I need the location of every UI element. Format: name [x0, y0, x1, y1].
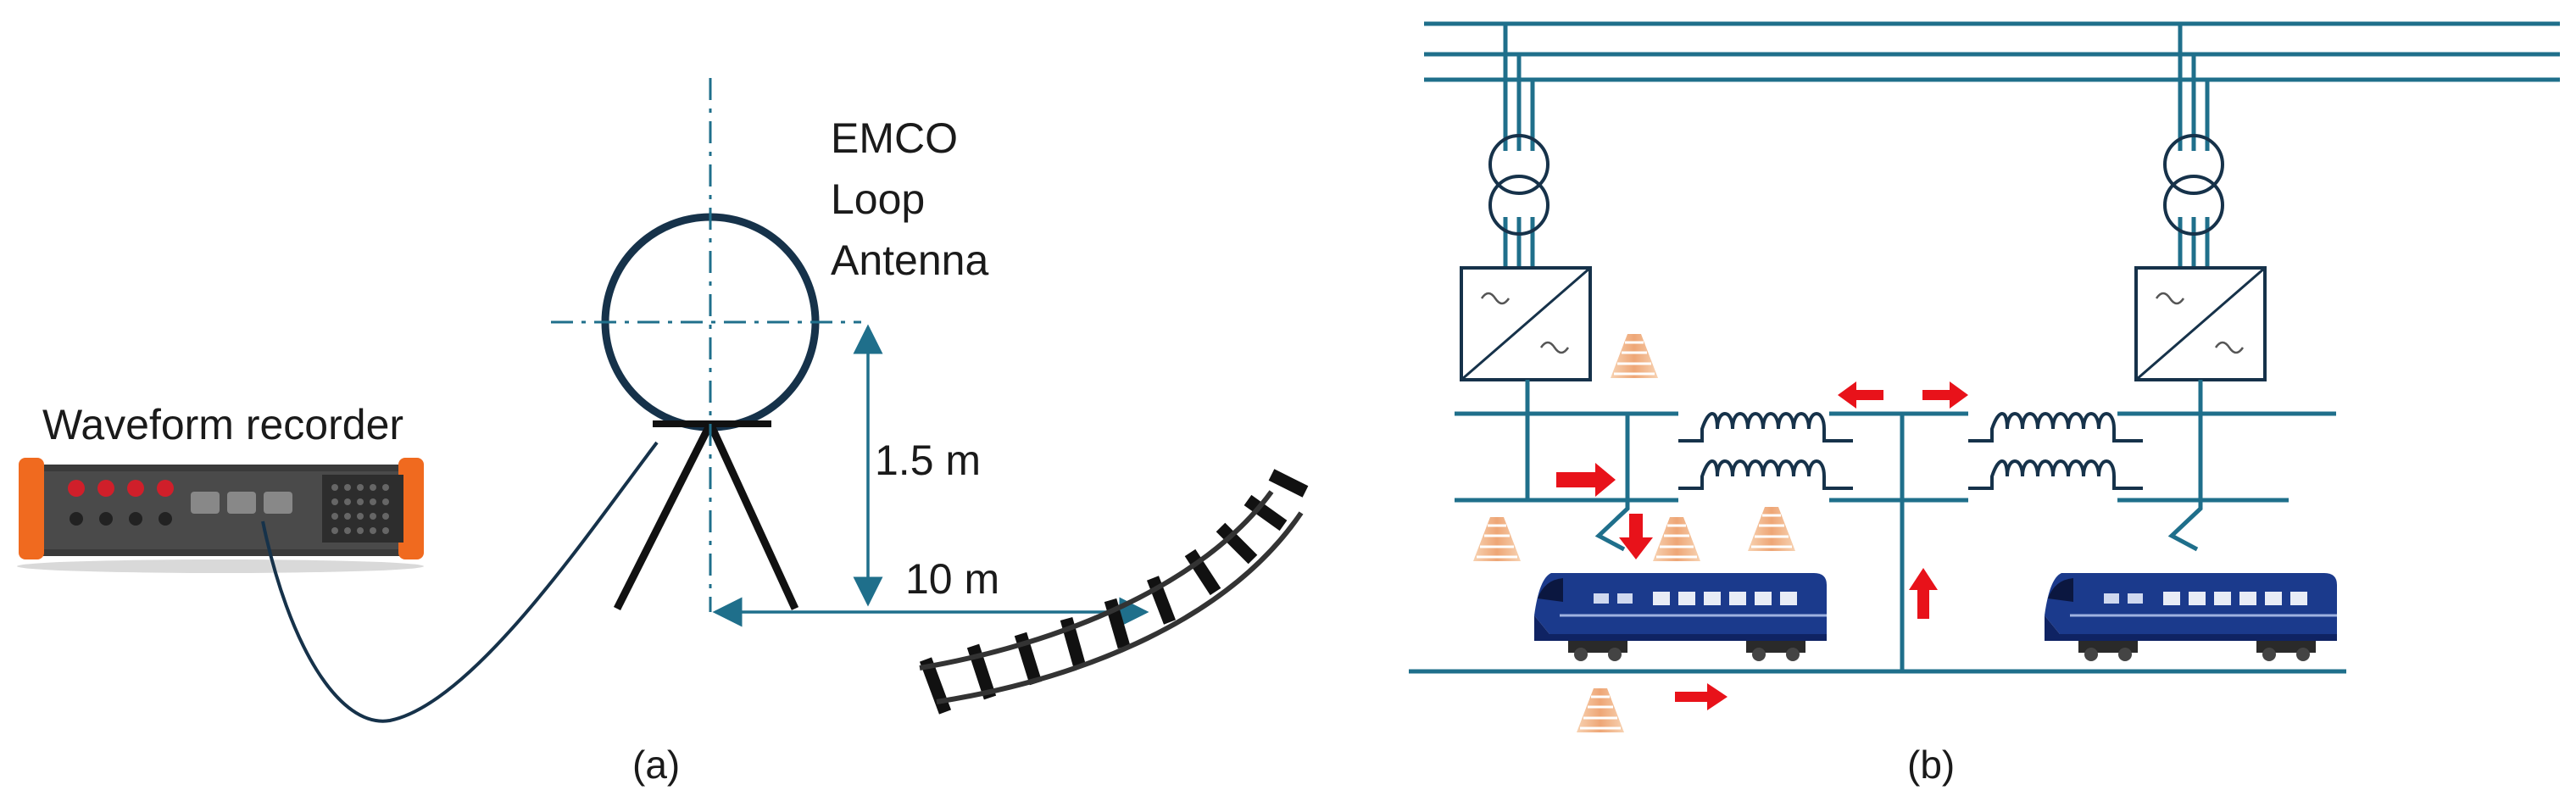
- arrow-right-icon: [1922, 381, 1968, 409]
- converter-icon: [1460, 266, 1592, 381]
- train-icon: [1533, 571, 1828, 663]
- inductor-icon: [1967, 459, 2145, 490]
- railway-track-icon: [919, 469, 1309, 715]
- distance-label: 10 m: [905, 555, 999, 603]
- waveform-recorder-icon: [17, 458, 424, 573]
- arrow-right-icon: [1675, 683, 1728, 710]
- arrow-right-icon: [1556, 463, 1616, 497]
- height-label: 1.5 m: [875, 437, 981, 484]
- antenna-label-line-1: EMCO: [831, 114, 958, 162]
- panel-a: Waveform recorder EMCO Loop Antenna 1.5 …: [17, 78, 1309, 787]
- emission-cone-icon: [1575, 687, 1626, 734]
- converter-icon: [2134, 266, 2267, 381]
- recorder-label: Waveform recorder: [42, 401, 403, 448]
- train-icon: [2043, 571, 2339, 663]
- inductor-icon: [1677, 459, 1855, 490]
- inductor-icon: [1677, 412, 1855, 442]
- emission-cone-icon: [1746, 505, 1797, 553]
- loop-antenna-icon: [551, 78, 861, 612]
- caption-b: (b): [1907, 743, 1955, 787]
- emission-cone-icon: [1609, 332, 1660, 380]
- antenna-label-line-2: Loop: [831, 175, 925, 223]
- current-arrows: [1556, 381, 1968, 710]
- arrow-down-icon: [1619, 514, 1653, 559]
- antenna-label-line-3: Antenna: [831, 237, 988, 284]
- panel-b: (b): [1409, 21, 2560, 787]
- supply-bus: [1424, 21, 2560, 268]
- arrow-left-icon: [1838, 381, 1883, 409]
- catenary-lines: [1409, 380, 2346, 674]
- arrow-up-icon: [1909, 568, 1938, 619]
- emission-cone-icon: [1472, 515, 1522, 563]
- antenna-cable: [261, 441, 659, 723]
- caption-a: (a): [632, 743, 680, 787]
- inductor-icon: [1967, 412, 2145, 442]
- emission-cone-icon: [1651, 515, 1702, 563]
